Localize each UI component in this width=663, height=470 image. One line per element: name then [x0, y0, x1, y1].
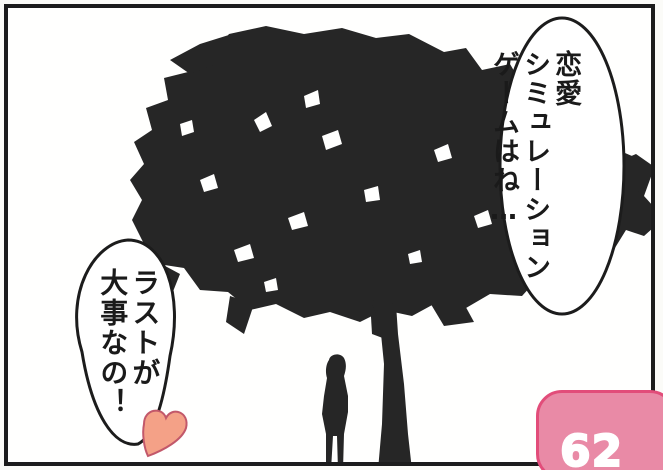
heart-icon — [142, 409, 188, 458]
speech-line: ゲームはね… — [488, 50, 520, 228]
speech-text-right: 恋愛 シミュレーション ゲームはね… — [488, 50, 581, 282]
speech-bubble-right — [498, 16, 626, 316]
page-number: 62 — [559, 425, 624, 470]
speech-line: 大事なの！ — [96, 268, 130, 418]
speech-line: シミュレーション — [519, 50, 551, 282]
speech-line: 恋愛 — [550, 50, 582, 108]
speech-bubble-left — [75, 238, 176, 446]
page-number-badge — [536, 390, 663, 470]
speech-text-left: ラストが 大事なの！ — [96, 268, 162, 418]
speech-line: ラストが — [128, 268, 162, 388]
canopy-gaps — [180, 90, 492, 292]
panel-artwork — [75, 16, 651, 462]
comic-panel: 恋愛 シミュレーション ゲームはね… ラストが 大事なの！ — [4, 4, 655, 466]
